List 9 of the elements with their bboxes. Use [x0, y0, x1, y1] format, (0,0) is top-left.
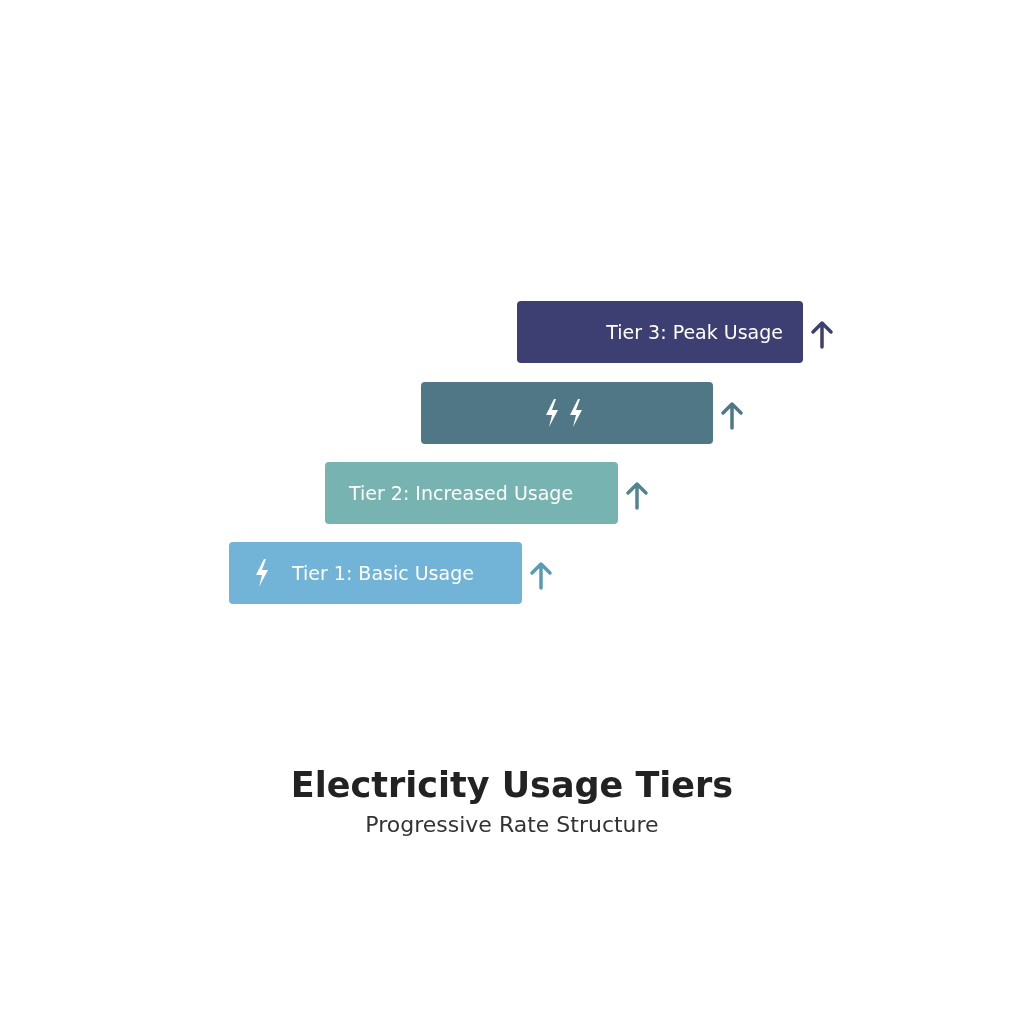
tier-label: Tier 1: Basic Usage	[292, 562, 474, 584]
tier-bar	[421, 382, 713, 444]
tier-label: Tier 2: Increased Usage	[349, 482, 574, 504]
diagram-title: Electricity Usage Tiers	[290, 765, 734, 805]
tier-label: Tier 3: Peak Usage	[606, 321, 783, 343]
tier-bar	[517, 301, 803, 363]
diagram-subtitle: Progressive Rate Structure	[365, 812, 659, 837]
tier-bar	[325, 462, 618, 524]
tier-bar	[229, 542, 522, 604]
